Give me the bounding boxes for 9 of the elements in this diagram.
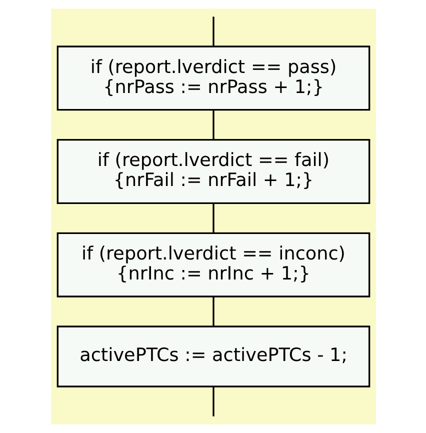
connector (212, 16, 214, 46)
node-box: if (report.lverdict == fail) {nrFail := nrFail + 1;} (56, 139, 370, 204)
connector (212, 386, 214, 416)
node-box: activePTCs := activePTCs - 1; (56, 326, 370, 388)
node-box: if (report.lverdict == pass) {nrPass := nrPass + 1;} (56, 46, 370, 111)
node-box: if (report.lverdict == inconc) {nrInc := nrInc + 1;} (56, 232, 370, 298)
connector (212, 204, 214, 233)
connector (212, 110, 214, 140)
connector (212, 296, 214, 326)
